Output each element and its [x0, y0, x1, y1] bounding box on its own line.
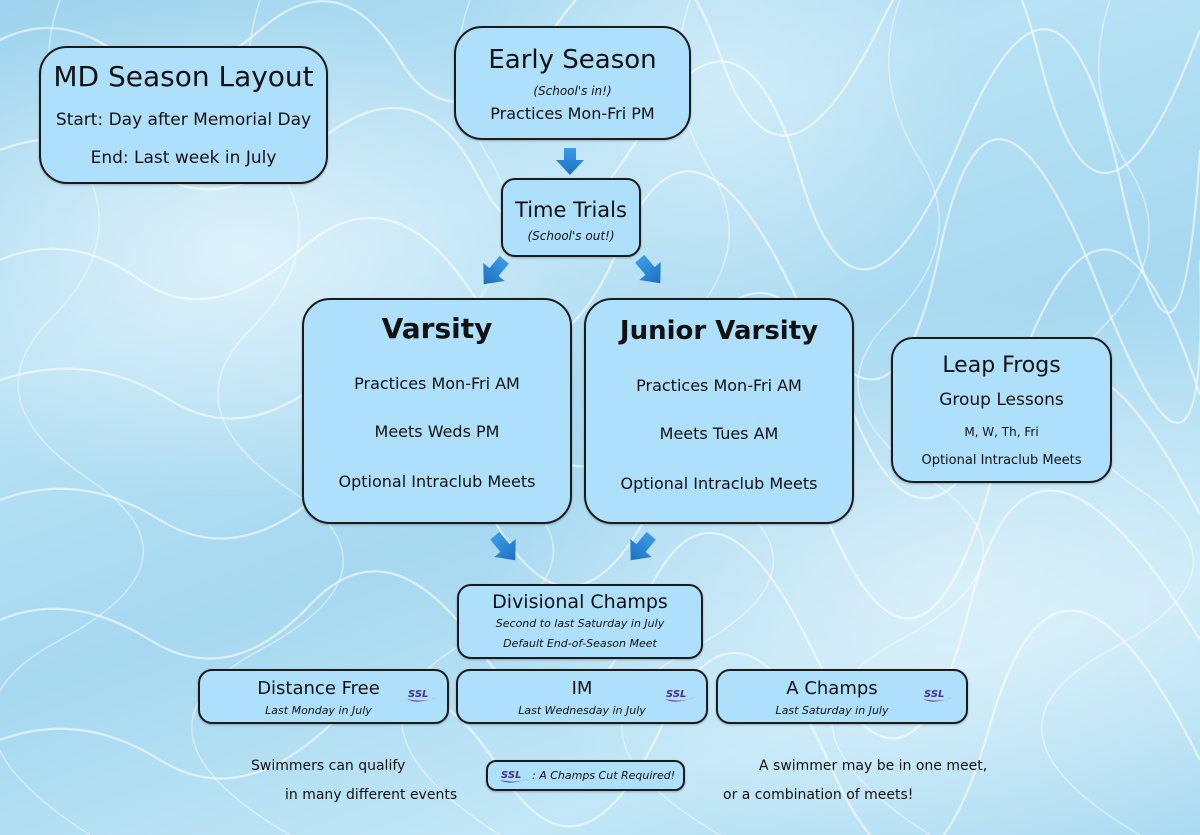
distance-free-date: Last Monday in July — [265, 704, 372, 717]
leap-frogs-box: Leap Frogs Group Lessons M, W, Th, Fri O… — [891, 337, 1112, 483]
md-season-layout-box: MD Season Layout Start: Day after Memori… — [39, 46, 328, 184]
early-season-box: Early Season (School's in!) Practices Mo… — [454, 26, 691, 140]
distance-free-title: Distance Free — [257, 678, 380, 699]
md-season-end: End: Last week in July — [90, 148, 277, 168]
divisional-champs-box: Divisional Champs Second to last Saturda… — [457, 584, 703, 659]
ssl-logo-text: SSL — [666, 689, 686, 700]
distance-free-box: Distance Free Last Monday in July SSL — [198, 669, 449, 724]
a-champs-box: A Champs Last Saturday in July SSL — [716, 669, 968, 724]
varsity-box: Varsity Practices Mon-Fri AM Meets Weds … — [302, 298, 572, 524]
early-season-practices: Practices Mon-Fri PM — [490, 104, 655, 123]
junior-varsity-title: Junior Varsity — [619, 316, 819, 346]
footer-right-line2: or a combination of meets! — [723, 787, 914, 803]
divisional-date: Second to last Saturday in July — [495, 617, 665, 630]
ssl-logo-icon: SSL — [500, 770, 530, 783]
early-season-title: Early Season — [488, 45, 657, 75]
varsity-practices: Practices Mon-Fri AM — [354, 374, 520, 393]
ssl-logo-icon: SSL — [665, 689, 695, 702]
varsity-meets: Meets Weds PM — [374, 422, 500, 441]
time-trials-title: Time Trials — [515, 198, 627, 222]
im-box: IM Last Wednesday in July SSL — [456, 669, 708, 724]
leap-frogs-optional: Optional Intraclub Meets — [921, 453, 1082, 468]
a-champs-date: Last Saturday in July — [775, 704, 889, 717]
varsity-optional: Optional Intraclub Meets — [338, 472, 536, 491]
junior-varsity-meets: Meets Tues AM — [659, 424, 779, 443]
time-trials-box: Time Trials (School's out!) — [501, 178, 641, 257]
ssl-logo-icon: SSL — [407, 689, 437, 702]
md-season-title: MD Season Layout — [53, 60, 314, 93]
ssl-logo-icon: SSL — [923, 689, 953, 702]
legend-text: : A Champs Cut Required! — [532, 769, 676, 782]
footer-left-line1: Swimmers can qualify — [251, 758, 406, 774]
md-season-start: Start: Day after Memorial Day — [55, 110, 312, 130]
leap-frogs-days: M, W, Th, Fri — [964, 425, 1039, 439]
legend-box: SSL : A Champs Cut Required! — [486, 760, 685, 791]
divisional-title: Divisional Champs — [492, 591, 668, 613]
ssl-logo-text: SSL — [408, 689, 428, 700]
footer-right-line1: A swimmer may be in one meet, — [759, 758, 988, 774]
footer-left-line2: in many different events — [285, 787, 458, 803]
varsity-title: Varsity — [381, 312, 493, 345]
ssl-logo-text: SSL — [501, 770, 521, 781]
divisional-default: Default End-of-Season Meet — [503, 637, 657, 650]
im-date: Last Wednesday in July — [518, 704, 646, 717]
junior-varsity-practices: Practices Mon-Fri AM — [636, 376, 802, 395]
a-champs-title: A Champs — [786, 678, 878, 699]
leap-frogs-title: Leap Frogs — [942, 353, 1061, 378]
early-season-note: (School's in!) — [533, 84, 612, 98]
time-trials-note: (School's out!) — [527, 229, 615, 243]
im-title: IM — [571, 678, 593, 699]
ssl-logo-text: SSL — [924, 689, 944, 700]
leap-frogs-lessons: Group Lessons — [939, 390, 1064, 410]
junior-varsity-box: Junior Varsity Practices Mon-Fri AM Meet… — [584, 298, 854, 524]
junior-varsity-optional: Optional Intraclub Meets — [620, 474, 818, 493]
